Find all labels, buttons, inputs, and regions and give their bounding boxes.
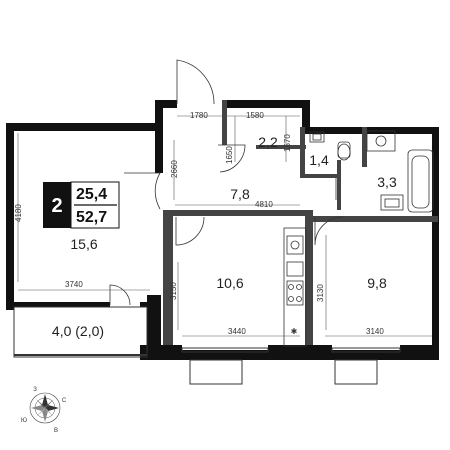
- exterior-walls: [6, 100, 439, 360]
- dim-kitchen-height: 3130: [316, 284, 325, 302]
- compass-east: В: [54, 428, 58, 434]
- compass-north: С: [62, 398, 67, 404]
- dim-living-width: 3740: [65, 280, 83, 289]
- compass-rose: З С Ю В: [21, 387, 67, 434]
- dim-hall-width: 4810: [255, 200, 273, 209]
- interior-walls: [163, 100, 438, 345]
- kitchen-area: 9,8: [367, 275, 387, 291]
- compass-west: З: [33, 387, 37, 393]
- dim-wc-depth: 1570: [283, 134, 292, 152]
- balcony-area: 4,0 (2,0): [52, 323, 104, 339]
- dim-hall-height: 2660: [170, 160, 179, 178]
- wc-area: 1,4: [309, 152, 329, 168]
- bathroom-fixtures: [309, 130, 434, 213]
- living-room-area: 15,6: [70, 236, 97, 252]
- bedroom-area: 10,6: [216, 275, 243, 291]
- hallway-area: 7,8: [230, 186, 250, 202]
- apartment-summary-badge: 2 25,4 52,7: [43, 181, 120, 229]
- dim-kitchen-width: 3140: [366, 327, 384, 336]
- bathroom-area: 3,3: [377, 174, 397, 190]
- dimension-lines: [17, 115, 432, 337]
- closet-area: 2,2: [258, 134, 278, 150]
- compass-south: Ю: [21, 418, 27, 424]
- doors: [109, 59, 344, 306]
- living-area-value: 25,4: [76, 186, 107, 203]
- dim-bedroom-width: 3440: [228, 327, 246, 336]
- dim-closet-depth: 1650: [225, 146, 234, 164]
- kitchen-fixtures: [283, 227, 307, 347]
- total-area-value: 52,7: [76, 209, 107, 226]
- dim-bedroom-height: 3150: [169, 282, 178, 300]
- windows: [181, 347, 401, 385]
- asterisk-mark: ✱: [291, 327, 298, 336]
- rooms-count: 2: [51, 195, 62, 217]
- dim-closet-width: 1780: [190, 111, 208, 120]
- dim-wc-width: 1580: [246, 111, 264, 120]
- balcony: [13, 306, 148, 358]
- dim-living-height: 4180: [14, 204, 23, 222]
